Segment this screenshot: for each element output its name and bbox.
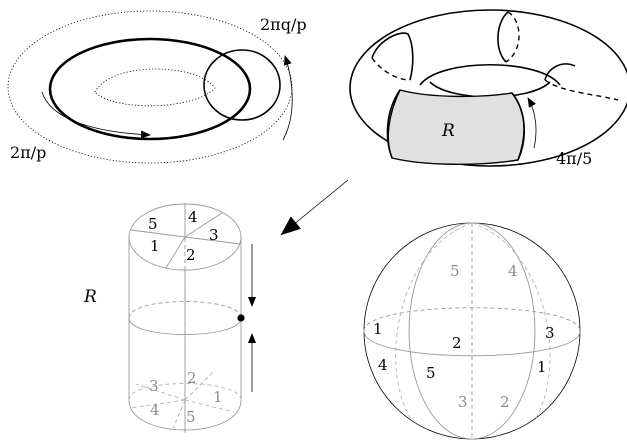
- bottom-sector-3: 3: [149, 377, 159, 395]
- bottom-sector-2: 2: [187, 369, 197, 387]
- bottom-sector-line-5: [129, 399, 186, 409]
- bottom-sector-1: 1: [213, 388, 223, 406]
- sphere-panel: 1 2 3 4 5 1 5 4 3 2: [363, 222, 581, 440]
- cylinder-bottom-front: [128, 399, 242, 431]
- label-2pi-over-p: 2π/p: [10, 143, 46, 162]
- sphere-equator-front: [363, 330, 581, 357]
- sphere-region-5: 5: [426, 364, 436, 382]
- top-sector-3: 3: [209, 226, 219, 244]
- bottom-sector-line-3: [184, 399, 235, 413]
- region-r-shaded: [387, 89, 525, 165]
- label-4pi-over-5: 4π/5: [556, 149, 592, 168]
- sphere-back-5: 5: [450, 262, 460, 280]
- mapping-arrow: [280, 179, 349, 236]
- region-r-left-arc: [386, 89, 401, 159]
- torus-hole-bottom: [429, 81, 551, 98]
- cylinder-middle-back: [128, 301, 242, 319]
- identification-point: [237, 314, 245, 322]
- sphere-meridian-left-back: [395, 222, 473, 419]
- torus-knot-curve: [48, 37, 252, 141]
- arrow-along-region: [527, 97, 537, 149]
- meridian-slice-top-solid: [497, 11, 509, 63]
- sphere-meridian-right-back: [471, 222, 551, 419]
- torus-region-panel: R 4π/5: [349, 9, 627, 168]
- meridian-slice-right-solid: [544, 63, 576, 81]
- top-sector-line-3: [184, 236, 241, 245]
- meridian-loop: [203, 49, 281, 121]
- torus-outer: [349, 9, 627, 167]
- sphere-back-2: 2: [500, 393, 510, 411]
- torus-hole-top: [419, 64, 561, 86]
- cylinder-panel: 5 4 3 2 1 3 2 1 5 4 R: [83, 203, 256, 433]
- label-region-r-top: R: [441, 121, 455, 141]
- meridian-slice-left-solid: [371, 32, 414, 81]
- cylinder-middle-front: [128, 317, 242, 335]
- meridian-slice-right-dashed: [544, 79, 619, 101]
- top-sector-4: 4: [188, 208, 198, 226]
- bottom-sector-line-2: [184, 369, 216, 401]
- sphere-region-2: 2: [452, 334, 462, 352]
- bottom-sector-line-4: [171, 399, 186, 432]
- sphere-region-1-left: 1: [373, 320, 383, 338]
- sphere-region-4: 4: [378, 356, 388, 374]
- top-sector-line-4: [165, 236, 186, 269]
- region-r-right-arc: [511, 92, 526, 161]
- torus-knot-panel: 2πq/p 2π/p: [7, 10, 307, 164]
- top-sector-1: 1: [150, 237, 160, 255]
- inner-torus-hole: [94, 68, 216, 107]
- cylinder-bottom-back: [128, 383, 242, 401]
- sphere-back-4: 4: [508, 262, 518, 280]
- longitude-arrow: [41, 91, 151, 139]
- bottom-sector-4: 4: [150, 401, 160, 419]
- sphere-region-3: 3: [545, 324, 555, 342]
- bottom-sector-5: 5: [186, 408, 196, 426]
- bottom-sector-line-1: [135, 383, 186, 401]
- label-2pi-q-over-p: 2πq/p: [260, 15, 307, 34]
- top-sector-5: 5: [148, 215, 158, 233]
- top-sector-2: 2: [186, 246, 196, 264]
- meridian-arrow: [282, 55, 293, 141]
- meridian-slice-left-dashed: [371, 57, 411, 81]
- top-sector-line-2: [184, 212, 223, 238]
- label-region-r-cylinder: R: [83, 287, 97, 307]
- meridian-slice-top-dashed: [505, 11, 520, 63]
- sphere-back-3: 3: [458, 393, 468, 411]
- top-sector-line-5: [130, 229, 186, 238]
- sphere-region-1-right: 1: [537, 358, 547, 376]
